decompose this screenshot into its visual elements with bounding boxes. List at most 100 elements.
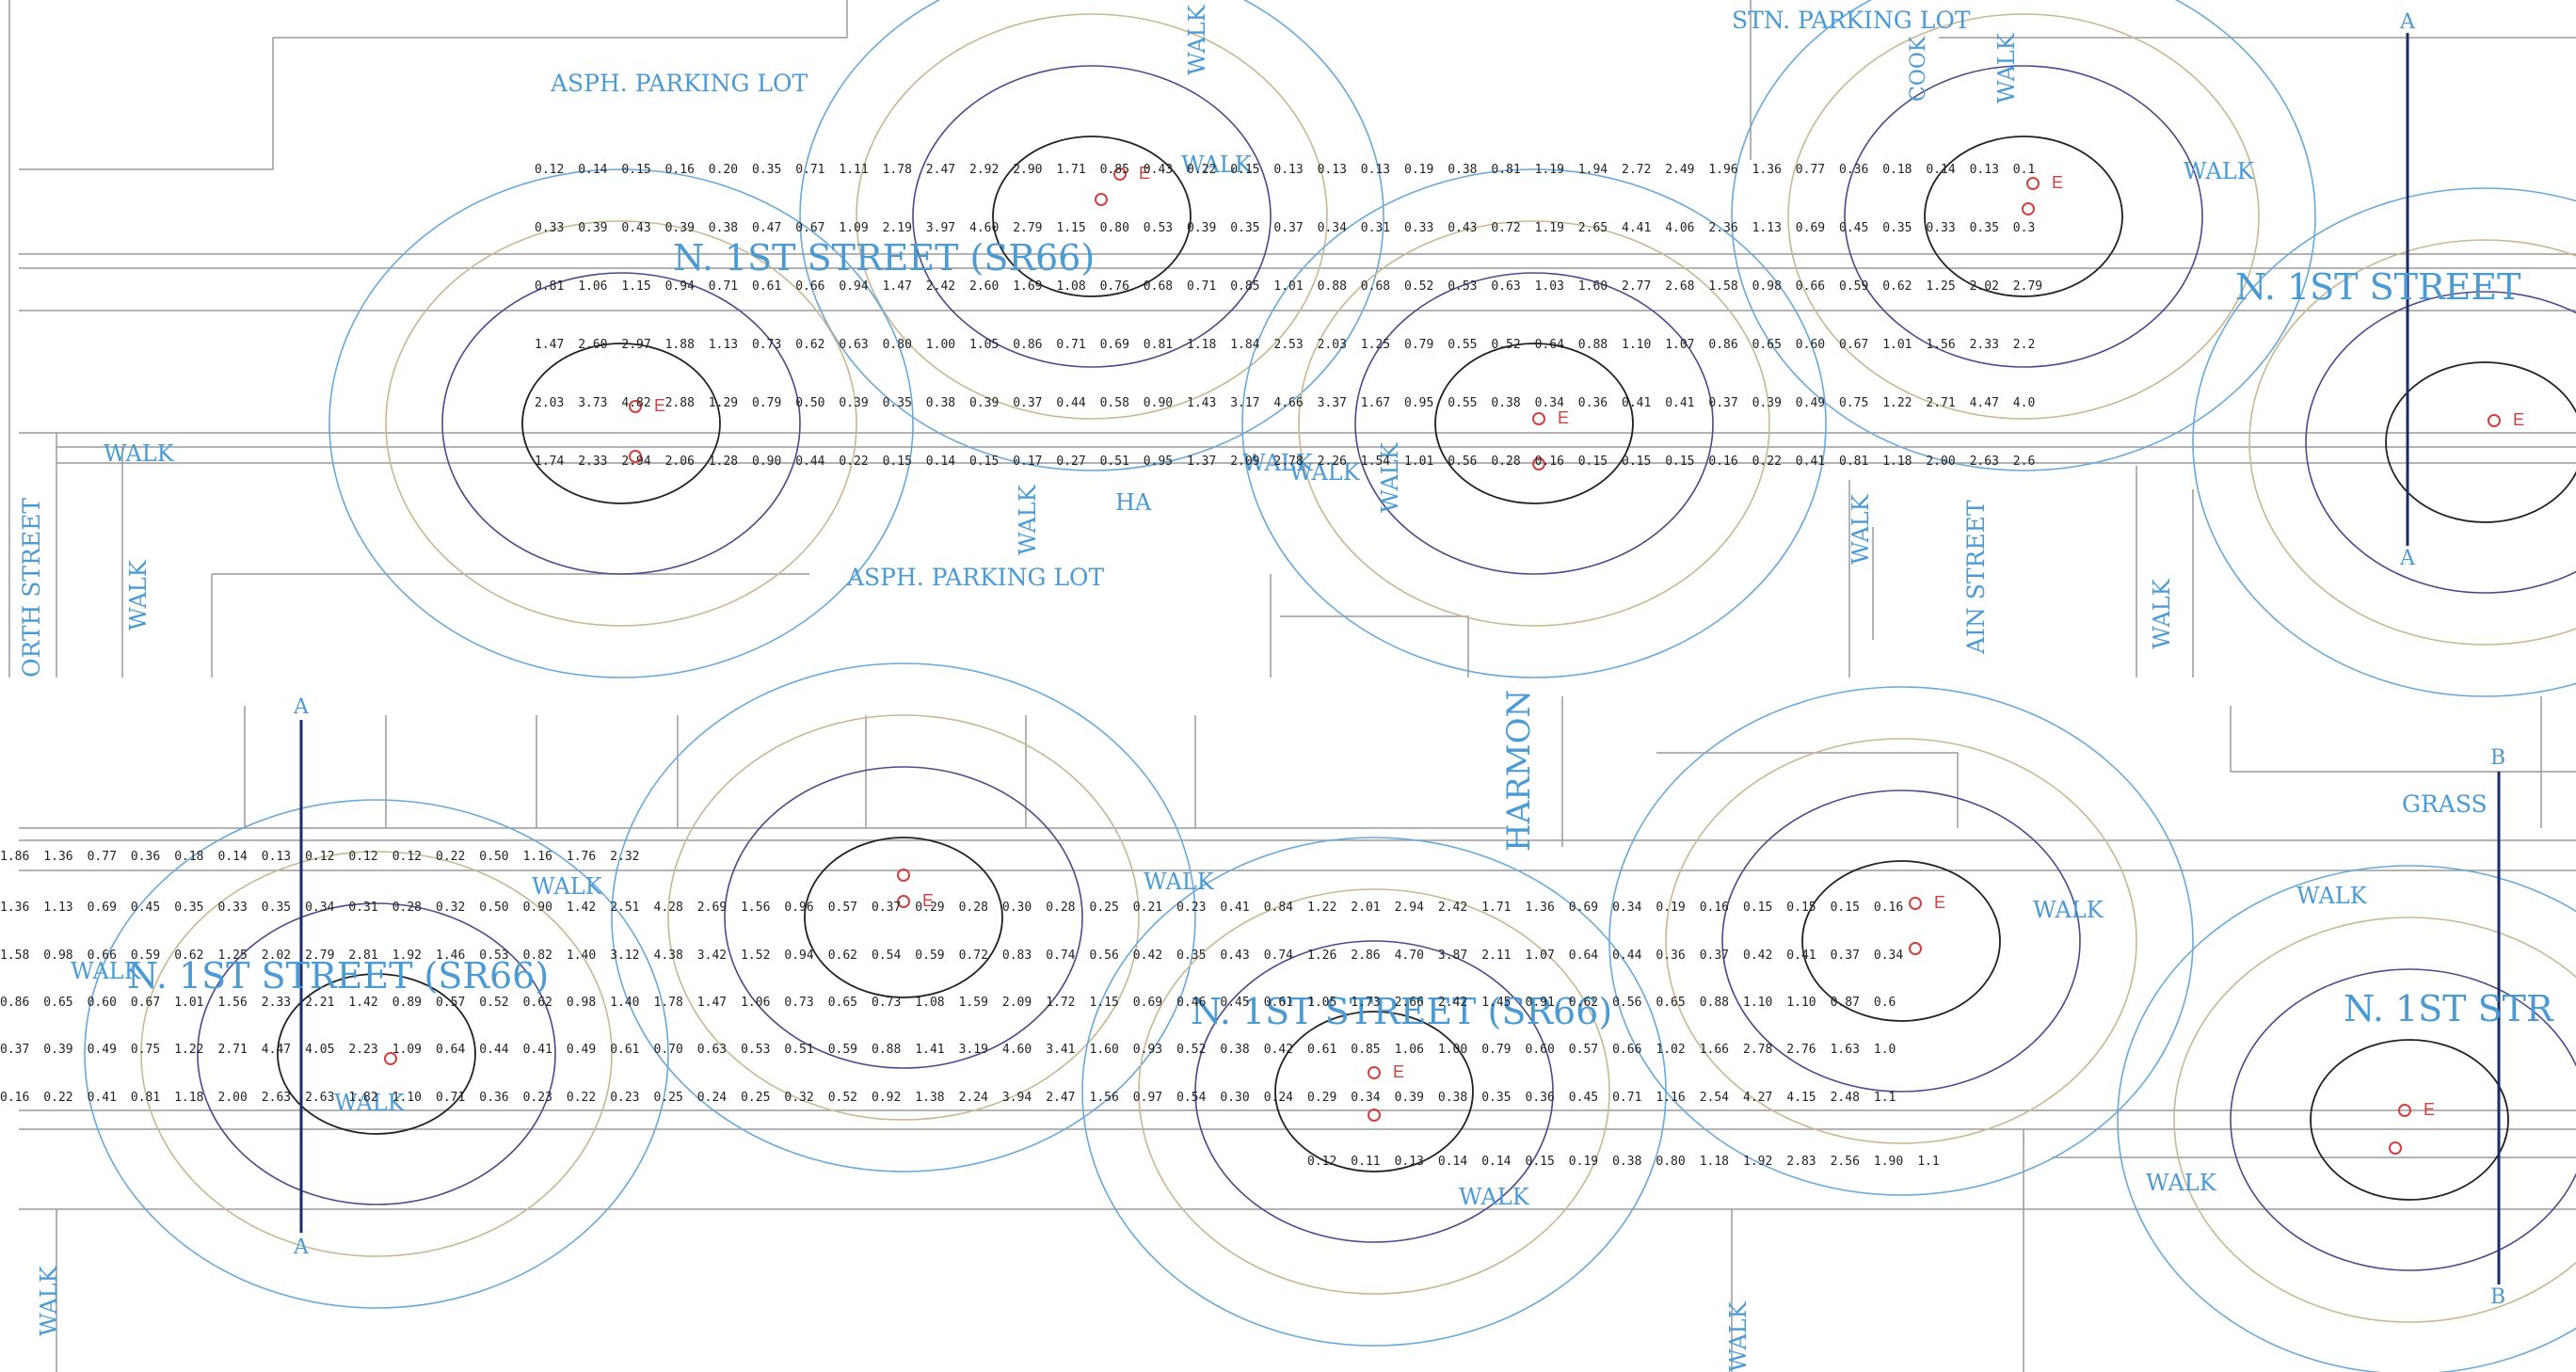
grid-top-value: 0.61: [752, 279, 781, 294]
grid-bottom-value: 1.73: [1351, 996, 1380, 1010]
grid-top-value: 0.41: [1665, 396, 1694, 410]
grid-bottom-value: 1.56: [1090, 1091, 1119, 1105]
grid-bottom-value: 0.82: [523, 949, 552, 963]
grid-top-value: 2.65: [1578, 221, 1608, 235]
grid-bottom-value: 0.62: [1569, 996, 1598, 1010]
grid-top-value: 0.71: [1056, 338, 1085, 352]
grid-top-value: 0.39: [969, 396, 999, 410]
grid-top-value: 0.71: [1187, 279, 1216, 294]
walk-label: WALK: [104, 440, 175, 467]
grid-bottom-value: 0.62: [828, 949, 857, 963]
section-label-a-bottom-end: A: [293, 1236, 310, 1259]
grid-top-value: 0.20: [709, 163, 738, 177]
grid-bottom-value: 2.02: [262, 949, 291, 963]
grid-top-value: 0.88: [1578, 338, 1608, 352]
grid-top-value: 0.51: [1100, 455, 1129, 469]
grid-top-value: 0.85: [1100, 163, 1129, 177]
grid-bottom-value: 0.36: [131, 850, 160, 864]
grid-top-value: 0.22: [839, 455, 868, 469]
grid-bottom-value: 2.69: [697, 901, 727, 915]
grid-bottom-value: 0.45: [1569, 1091, 1598, 1105]
grid-top-value: 0.79: [1404, 338, 1433, 352]
grid-bottom-value: 0.42: [1743, 949, 1772, 963]
grid-bottom-value: 0.56: [1612, 996, 1641, 1010]
grid-bottom-value: 0.35: [1481, 1091, 1511, 1105]
grid-bottom-value: 0.41: [88, 1091, 117, 1105]
grid-bottom-value: 0.45: [131, 901, 160, 915]
grid-bottom-value: 0.87: [1831, 996, 1860, 1010]
isolux-contour: [1665, 738, 2137, 1144]
grid-bottom-value: 0.11: [1351, 1155, 1380, 1169]
grid-bottom-value: 3.19: [959, 1043, 988, 1057]
grid-top-value: 1.01: [1882, 338, 1912, 352]
grid-bottom-value: 0.13: [262, 850, 291, 864]
grid-top-value: 0.38: [1491, 396, 1520, 410]
isolux-contours: [84, 0, 2576, 1372]
grid-bottom-value: 1.58: [0, 949, 29, 963]
isolux-contour: [1434, 343, 1634, 504]
grid-bottom-value: 0.22: [567, 1091, 596, 1105]
grid-bottom-value: 0.25: [1090, 901, 1119, 915]
grid-top-value: 1.00: [926, 338, 955, 352]
grid-top-value: 2.00: [1926, 455, 1955, 469]
fixture-marker: [897, 895, 910, 908]
grid-bottom-value: 0.21: [1133, 901, 1162, 915]
grid-top-value: 0.35: [1970, 221, 1999, 235]
isolux-contour: [2173, 917, 2576, 1323]
grid-bottom-value: 1.10: [1743, 996, 1772, 1010]
grid-bottom-value: 0.38: [1612, 1155, 1641, 1169]
grid-bottom-value: 1.0: [1874, 1043, 1896, 1057]
grid-bottom-value: 0.37: [1700, 949, 1729, 963]
grid-top-value: 2.63: [1970, 455, 1999, 469]
walk-label: WALK: [2033, 897, 2104, 923]
grid-bottom-value: 0.6: [1874, 996, 1896, 1010]
grid-top-value: 0.66: [795, 279, 824, 294]
grid-top-value: 0.55: [1448, 338, 1477, 352]
grid-bottom-value: 1.10: [1786, 996, 1816, 1010]
grid-top-value: 2.03: [1318, 338, 1347, 352]
grid-bottom-value: 1.02: [1656, 1043, 1685, 1057]
grid-bottom-value: 1.59: [959, 996, 988, 1010]
grid-bottom-value: 3.41: [1046, 1043, 1075, 1057]
grid-bottom-value: 2.32: [610, 850, 639, 864]
grid-top-value: 1.10: [1622, 338, 1651, 352]
fixture-marker: [2022, 202, 2035, 215]
grid-bottom-value: 1.36: [0, 901, 29, 915]
grid-top-value: 1.19: [1535, 163, 1564, 177]
grid-bottom-value: 1.71: [1481, 901, 1511, 915]
grid-top-value: 0.73: [752, 338, 781, 352]
grid-bottom-value: 0.32: [784, 1091, 813, 1105]
grid-top-value: 1.56: [1926, 338, 1955, 352]
grid-top-value: 1.47: [535, 338, 564, 352]
grid-top-value: 0.37: [1708, 396, 1737, 410]
fixture-marker: [629, 400, 642, 413]
grid-top-value: 0.35: [1230, 221, 1259, 235]
grid-top-value: 4.82: [621, 396, 650, 410]
grid-top-value: 0.80: [1100, 221, 1129, 235]
grid-top-value: 1.25: [1361, 338, 1390, 352]
grid-top-value: 2.03: [535, 396, 564, 410]
grid-bottom-value: 1.18: [174, 1091, 203, 1105]
grid-top-value: 0.28: [1491, 455, 1520, 469]
grid-bottom-value: 2.11: [1481, 949, 1511, 963]
grid-bottom-value: 0.28: [959, 901, 988, 915]
grid-top-value: 4.47: [1970, 396, 1999, 410]
grid-top-value: 0.16: [1708, 455, 1737, 469]
grid-top-value: 1.54: [1361, 455, 1390, 469]
grid-bottom-value: 0.37: [872, 901, 901, 915]
grid-bottom-value: 0.23: [1176, 901, 1206, 915]
grid-bottom-value: 0.41: [1786, 949, 1816, 963]
fixture-marker: [2398, 1104, 2411, 1117]
grid-bottom-value: 0.37: [1831, 949, 1860, 963]
grid-bottom-value: 3.94: [1002, 1091, 1032, 1105]
grid-bottom-value: 2.48: [1831, 1091, 1860, 1105]
grid-bottom-value: 1.13: [43, 901, 72, 915]
grid-bottom-value: 1.16: [523, 850, 552, 864]
grid-top-value: 1.47: [883, 279, 912, 294]
grid-top-value: 0.39: [839, 396, 868, 410]
label-north-street: ORTH STREET: [18, 498, 45, 678]
grid-top-value: 2.2: [2013, 338, 2035, 352]
